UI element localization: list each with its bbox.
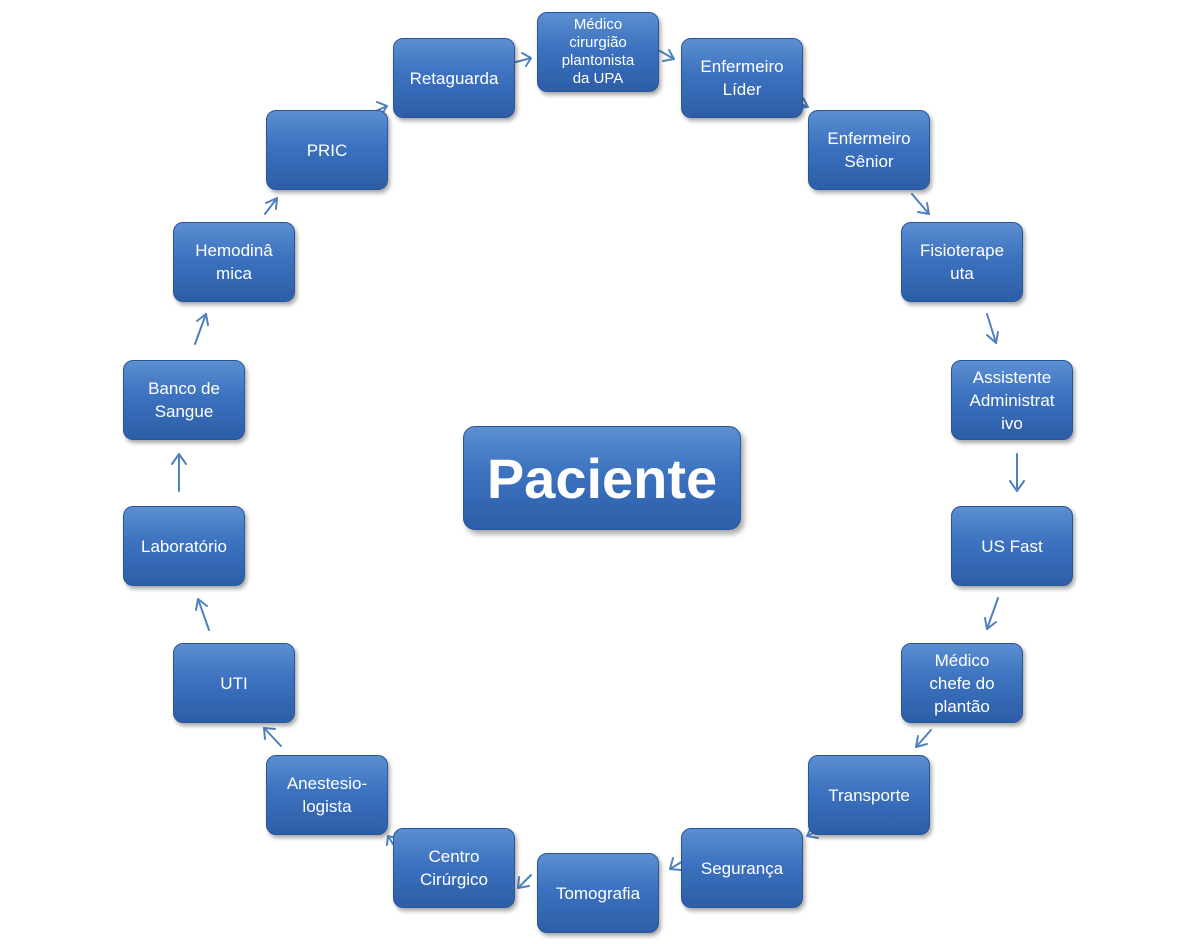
node-tomografia: Tomografia — [537, 853, 659, 933]
arrow-seguranca-to-tomografia — [669, 857, 684, 871]
node-medico-cirurgiao: Médico cirurgião plantonista da UPA — [537, 12, 659, 92]
arrow-hemodinamica-to-pric — [264, 197, 278, 215]
node-us-fast: US Fast — [951, 506, 1073, 586]
arrow-enfermeiro-senior-to-fisioterapeuta — [911, 193, 930, 215]
arrow-assistente-to-us-fast — [1009, 453, 1025, 492]
arrow-tomografia-to-centro-cirurgico — [517, 874, 532, 889]
arrow-retaguarda-to-medico-cirurgiao — [515, 52, 532, 67]
node-uti: UTI — [173, 643, 295, 723]
node-centro-cirurgico: Centro Cirúrgico — [393, 828, 515, 908]
arrow-medico-chefe-to-transporte — [915, 729, 932, 748]
node-laboratorio: Laboratório — [123, 506, 245, 586]
node-pric: PRIC — [266, 110, 388, 190]
node-retaguarda: Retaguarda — [393, 38, 515, 118]
center-node-paciente: Paciente — [463, 426, 741, 530]
arrow-banco-de-sangue-to-hemodinamica — [194, 313, 209, 345]
arrow-laboratorio-to-banco-de-sangue — [171, 453, 187, 492]
node-fisioterapeuta: Fisioterape uta — [901, 222, 1023, 302]
arrow-us-fast-to-medico-chefe — [984, 597, 999, 630]
arrow-anestesiologista-to-uti — [263, 727, 282, 747]
node-anestesiologista: Anestesio- logista — [266, 755, 388, 835]
arrow-fisioterapeuta-to-assistente — [986, 313, 999, 344]
arrow-medico-cirurgiao-to-enfermeiro-lider — [659, 49, 675, 62]
node-enfermeiro-lider: Enfermeiro Líder — [681, 38, 803, 118]
node-transporte: Transporte — [808, 755, 930, 835]
node-hemodinamica: Hemodinâ mica — [173, 222, 295, 302]
node-medico-chefe: Médico chefe do plantão — [901, 643, 1023, 723]
node-assistente-administrativo: Assistente Administrat ivo — [951, 360, 1073, 440]
arrow-uti-to-laboratorio — [195, 598, 210, 631]
node-enfermeiro-senior: Enfermeiro Sênior — [808, 110, 930, 190]
node-banco-de-sangue: Banco de Sangue — [123, 360, 245, 440]
node-seguranca: Segurança — [681, 828, 803, 908]
